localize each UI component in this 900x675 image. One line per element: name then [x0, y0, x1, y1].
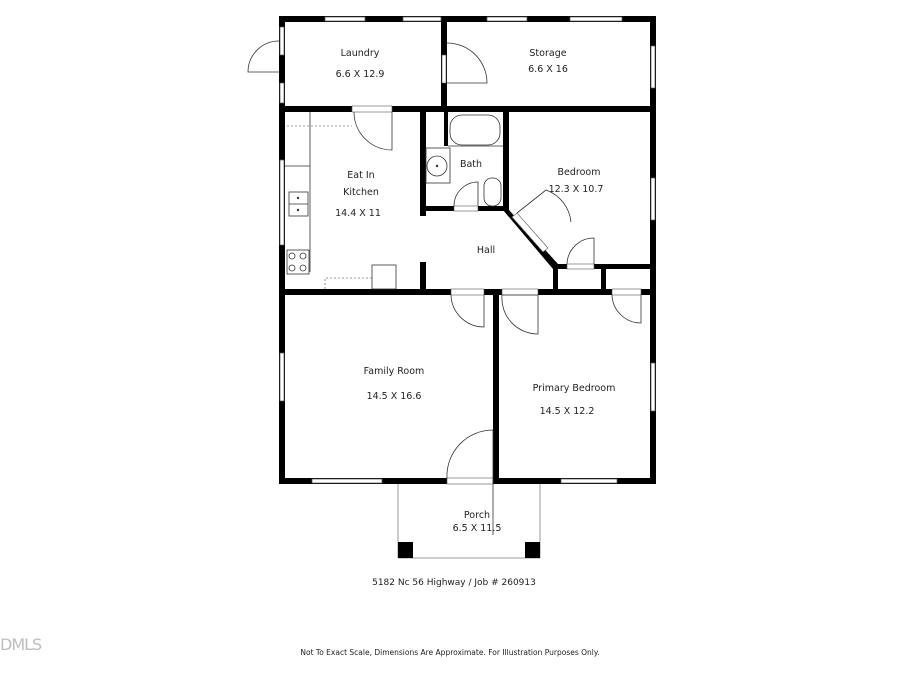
room-name-kitchen-line2: Kitchen	[343, 187, 379, 198]
fixtures	[285, 112, 541, 559]
room-name-hall: Hall	[477, 245, 495, 256]
door-swings	[247, 40, 642, 535]
bathroom-sink-icon	[425, 147, 451, 184]
room-dims-primary-bedroom: 14.5 X 12.2	[540, 406, 595, 417]
room-name-family-room: Family Room	[364, 366, 425, 377]
room-dims-laundry: 6.6 X 12.9	[336, 69, 385, 80]
room-labels: Laundry 6.6 X 12.9 Storage 6.6 X 16 Eat …	[335, 48, 615, 534]
room-dims-storage: 6.6 X 16	[528, 64, 568, 75]
refrigerator-icon	[371, 264, 397, 290]
toilet-icon	[483, 177, 502, 207]
room-dims-bedroom: 12.3 X 10.7	[549, 184, 604, 195]
disclaimer-text: Not To Exact Scale, Dimensions Are Appro…	[300, 648, 599, 657]
dmls-watermark: DMLS	[0, 635, 42, 654]
interior-walls	[279, 16, 656, 484]
room-dims-porch: 6.5 X 11.5	[453, 523, 502, 534]
room-name-porch: Porch	[464, 510, 490, 521]
room-name-kitchen-line1: Eat In	[347, 170, 374, 181]
room-name-primary-bedroom: Primary Bedroom	[533, 383, 616, 394]
windows	[279, 16, 656, 485]
room-dims-kitchen: 14.4 X 11	[335, 208, 381, 219]
room-name-bedroom: Bedroom	[558, 167, 601, 178]
room-name-laundry: Laundry	[341, 48, 380, 59]
room-dims-family-room: 14.5 X 16.6	[367, 391, 422, 402]
room-name-storage: Storage	[529, 48, 566, 59]
exterior-walls	[279, 16, 656, 484]
bathtub-icon	[449, 114, 501, 146]
porch-post	[525, 542, 540, 558]
room-name-bath: Bath	[460, 159, 482, 170]
porch-post	[398, 542, 413, 558]
stove-icon	[286, 249, 310, 275]
address-job-label: 5182 Nc 56 Highway / Job # 260913	[372, 578, 536, 588]
